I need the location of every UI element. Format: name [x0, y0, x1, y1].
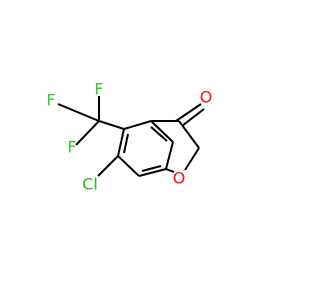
fluorine-top-label: F: [94, 80, 103, 99]
bond-c7a-c3a-inner: [150, 126, 168, 142]
bond-c6-cl: [97, 155, 119, 177]
structure-canvas: F F F Cl O O: [46, 79, 213, 194]
bond-c7a-c3a: [150, 120, 174, 143]
bond-c2-o1: [184, 147, 200, 171]
chlorine-label: Cl: [82, 175, 98, 194]
bond-o1-c7a: [165, 168, 175, 173]
fluorine-bottom-label: F: [67, 138, 76, 157]
bond-c7-c7a: [165, 141, 174, 170]
bond-c3-o-a: [175, 103, 202, 122]
bond-c5-c6: [117, 155, 140, 177]
ketone-oxygen-label: O: [200, 88, 213, 107]
atom-label-layer: F F F Cl O O: [46, 80, 212, 194]
bond-c6-c7: [138, 168, 167, 177]
bond-c4-c5-inner: [123, 133, 129, 154]
bond-cf3-f-bottom: [75, 120, 100, 146]
bond-c6-c7-inner: [141, 165, 162, 172]
bond-c4-c5-outer: [117, 128, 125, 157]
ring-oxygen-label: O: [173, 169, 186, 188]
bond-cf3-f-left: [57, 103, 100, 122]
bond-c3a-c4: [123, 120, 152, 130]
molecule-structure: F F F Cl O O: [46, 80, 212, 194]
bond-layer: [57, 96, 205, 177]
bond-c5-cf3: [98, 120, 125, 130]
bond-c3-o-b: [181, 108, 205, 127]
fluorine-left-label: F: [46, 91, 55, 110]
